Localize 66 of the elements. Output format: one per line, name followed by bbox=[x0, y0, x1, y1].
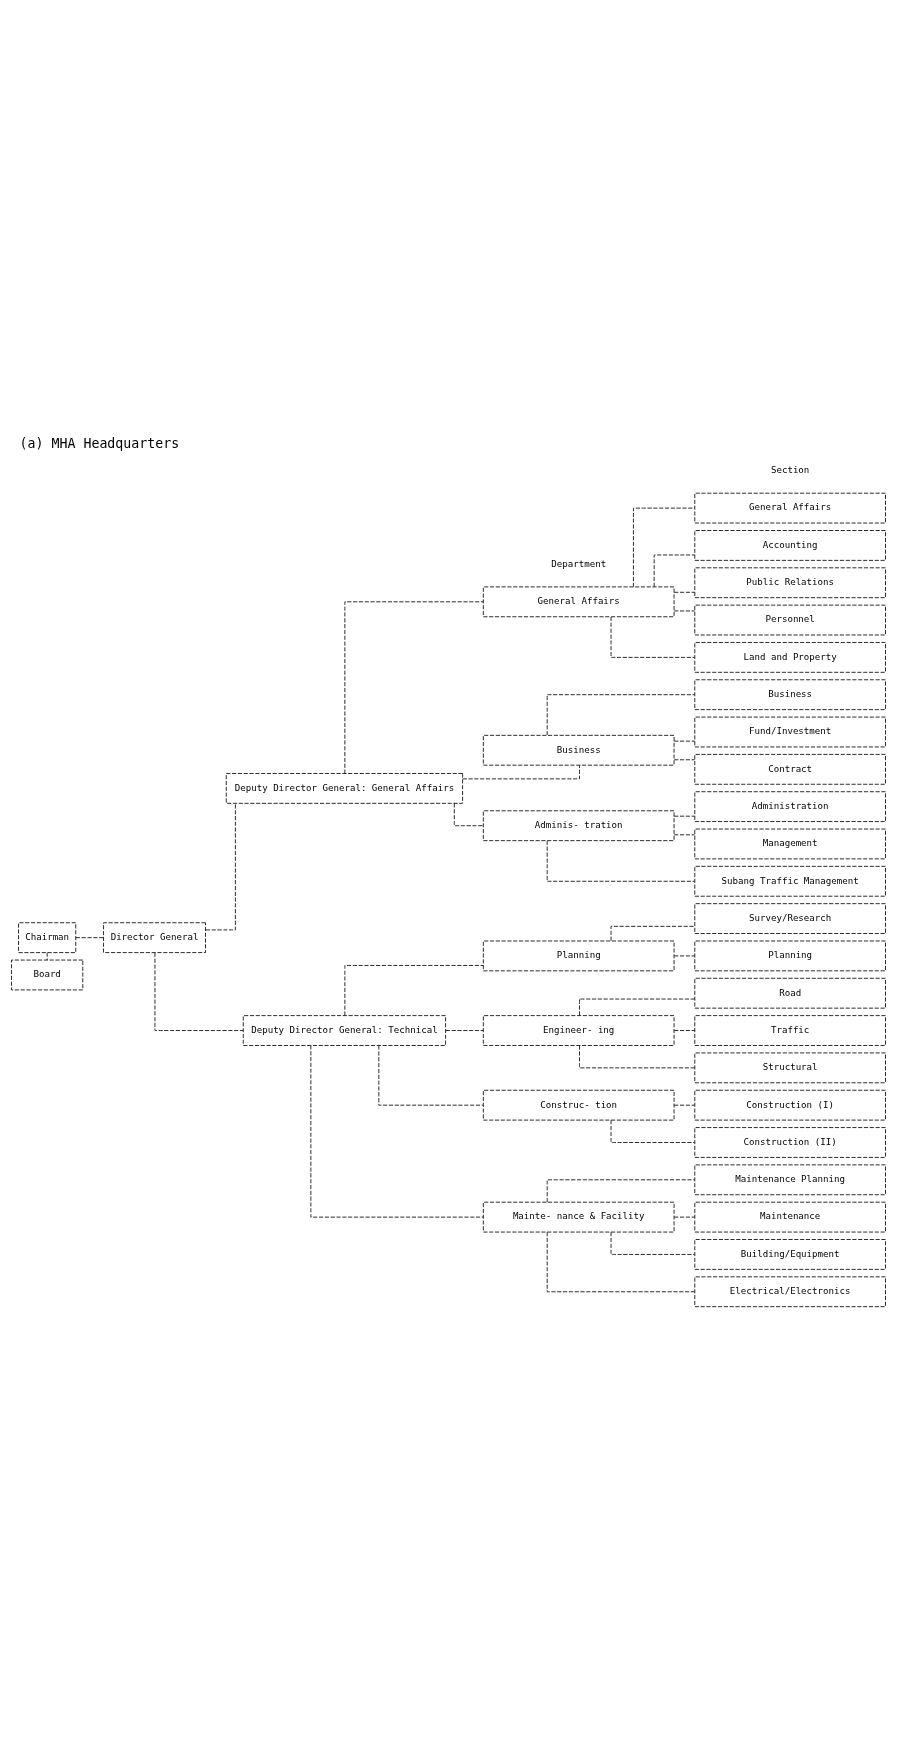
node-box: Subang Traffic Management bbox=[694, 865, 886, 897]
connector bbox=[673, 955, 696, 956]
diagram-title: (a) MHA Headquarters bbox=[19, 435, 180, 451]
connector bbox=[579, 1044, 696, 1068]
connector bbox=[546, 1178, 695, 1203]
connector bbox=[46, 951, 48, 960]
node-box: Road bbox=[694, 977, 886, 1009]
connector bbox=[75, 936, 104, 938]
node-box: Personnel bbox=[694, 604, 886, 635]
connector bbox=[378, 1044, 484, 1106]
connector bbox=[154, 952, 244, 1031]
node-box: General Affairs bbox=[482, 586, 675, 617]
node-box: Administration bbox=[694, 790, 886, 822]
node-box: Business bbox=[694, 678, 886, 710]
connector bbox=[579, 998, 696, 1016]
connector bbox=[453, 802, 484, 826]
node-box: Land and Property bbox=[694, 641, 886, 673]
connector bbox=[205, 802, 236, 930]
node-box: Planning bbox=[694, 940, 886, 971]
node-box: Public Relations bbox=[694, 566, 886, 598]
node-box: Engineer- ing bbox=[482, 1014, 675, 1046]
node-box: Planning bbox=[482, 940, 675, 971]
node-box: General Affairs bbox=[694, 492, 886, 523]
node-box: Survey/Research bbox=[694, 902, 886, 934]
node-box: Fund/Investment bbox=[694, 716, 886, 747]
node-box: Maintenance bbox=[694, 1201, 886, 1232]
node-box: Construc- tion bbox=[482, 1089, 675, 1120]
connector bbox=[673, 740, 696, 742]
connector bbox=[344, 964, 484, 1016]
node-box: Electrical/Electronics bbox=[694, 1275, 886, 1307]
node-box: Traffic bbox=[694, 1014, 886, 1046]
node-box: Board bbox=[11, 959, 84, 990]
connector bbox=[673, 591, 696, 593]
connector bbox=[546, 1231, 695, 1292]
node-box: Construction (I) bbox=[694, 1089, 886, 1120]
node-box: Deputy Director General: General Affairs bbox=[225, 772, 463, 804]
connector bbox=[610, 616, 695, 658]
connector bbox=[653, 554, 695, 587]
connector bbox=[673, 1216, 696, 1218]
connector bbox=[546, 693, 695, 735]
connector bbox=[673, 815, 696, 817]
label: Department bbox=[551, 558, 607, 569]
connector bbox=[344, 600, 484, 774]
node-box: Maintenance Planning bbox=[694, 1163, 886, 1195]
node-box: Structural bbox=[694, 1052, 886, 1083]
node-box: Mainte- nance & Facility bbox=[482, 1201, 675, 1232]
connector bbox=[610, 1231, 695, 1255]
node-box: Director General bbox=[103, 921, 206, 953]
connector bbox=[546, 840, 695, 882]
node-box: Construction (II) bbox=[694, 1126, 886, 1158]
node-box: Chairman bbox=[18, 921, 77, 953]
connector bbox=[610, 925, 695, 941]
connector bbox=[673, 1029, 696, 1031]
node-box: Adminis- tration bbox=[482, 809, 675, 841]
node-box: Management bbox=[694, 828, 886, 859]
connector bbox=[633, 507, 696, 587]
node-box: Accounting bbox=[694, 529, 886, 561]
node-box: Business bbox=[482, 734, 675, 766]
node-box: Contract bbox=[694, 753, 886, 785]
connector bbox=[310, 1044, 484, 1218]
label: Section bbox=[770, 464, 810, 475]
connector bbox=[673, 1104, 696, 1106]
node-box: Deputy Director General: Technical bbox=[242, 1014, 446, 1046]
node-box: Building/Equipment bbox=[694, 1238, 886, 1270]
connector bbox=[610, 1119, 695, 1143]
connector bbox=[445, 1029, 484, 1031]
